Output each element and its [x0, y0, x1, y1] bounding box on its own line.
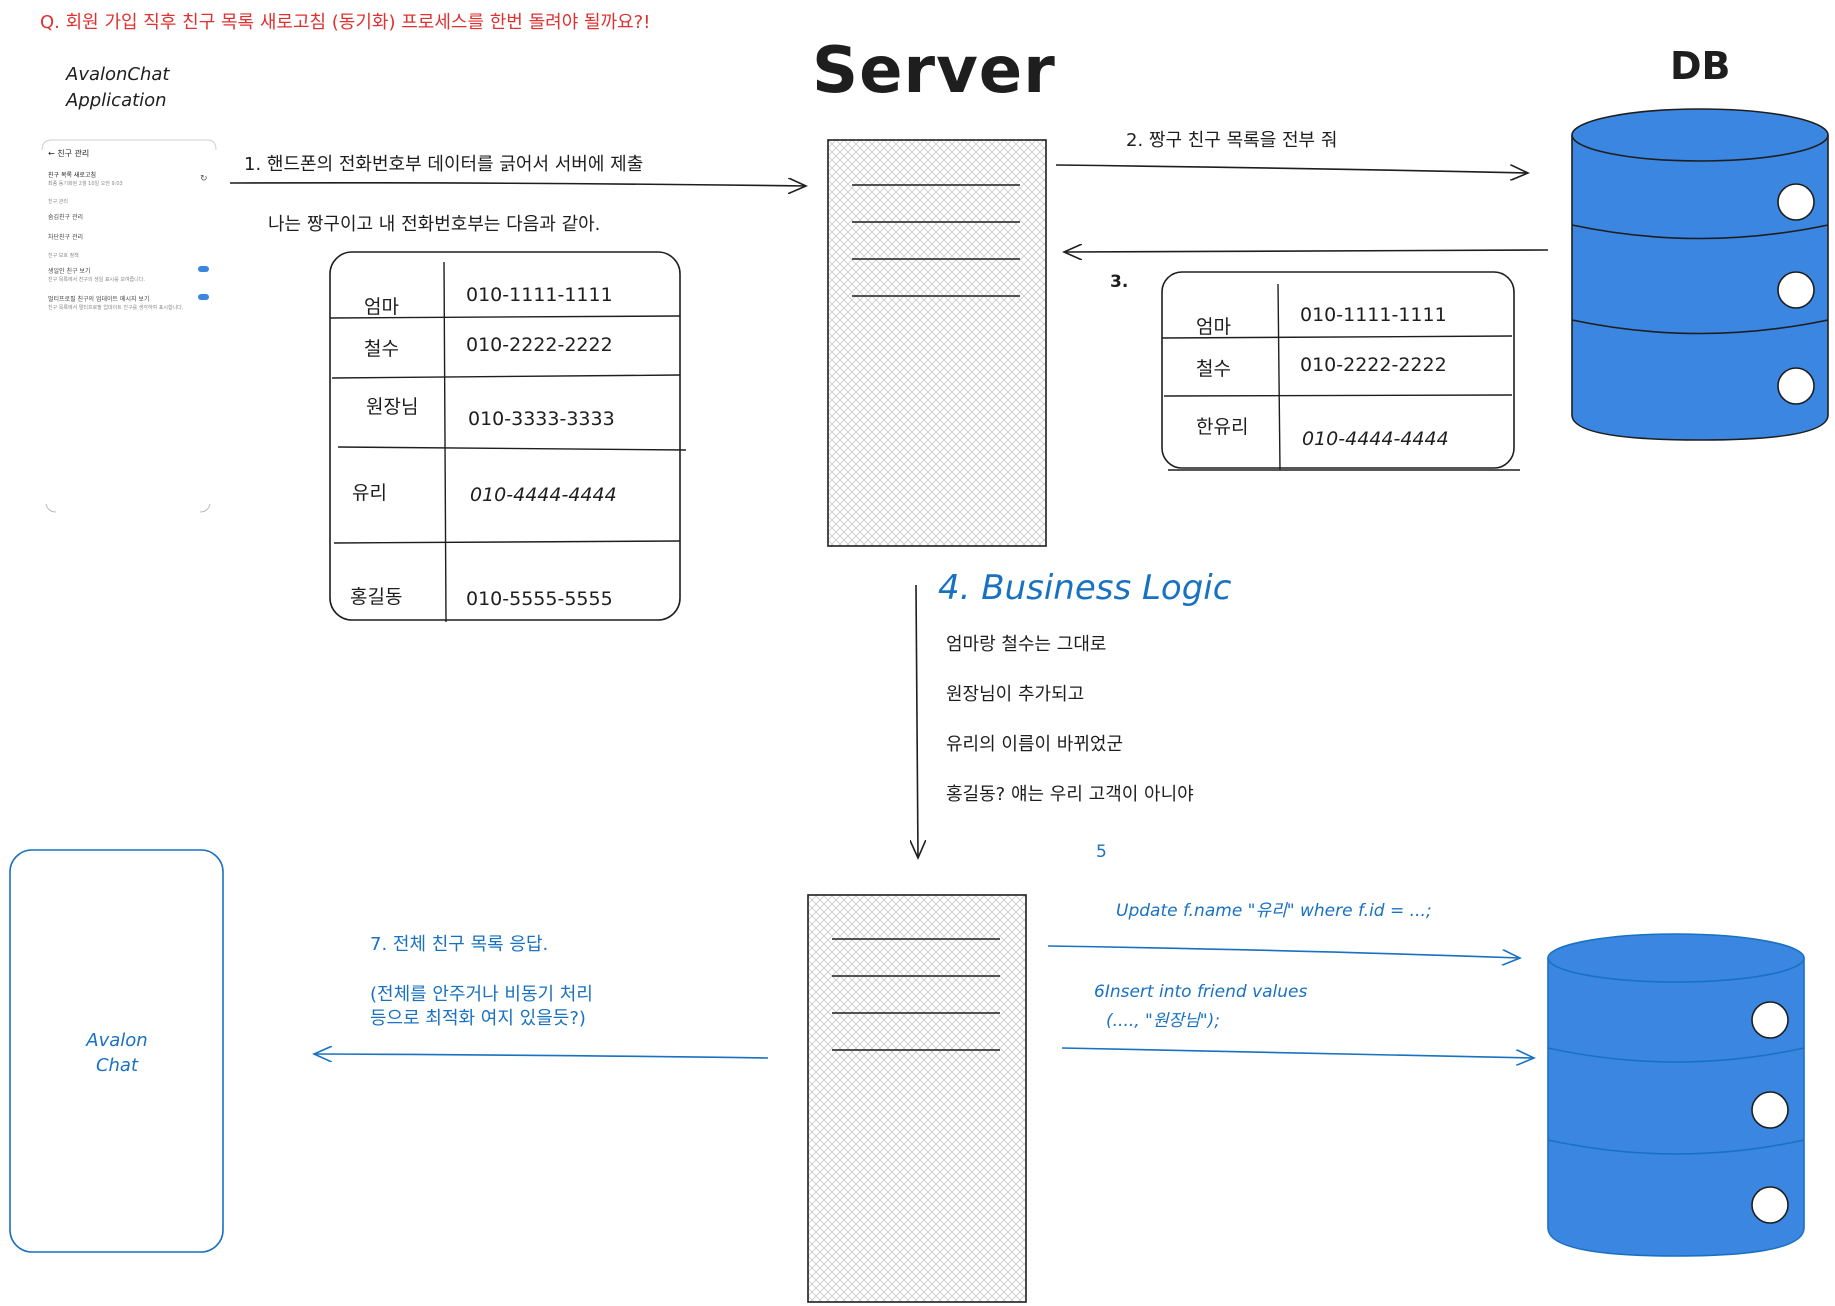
arrow-step6	[1061, 1047, 1534, 1058]
step6-query-line2: (...., "원장님");	[1106, 1011, 1220, 1031]
friend-name: 엄마	[1196, 316, 1231, 338]
arrow-step1	[229, 183, 806, 186]
step5-query: Update f.name "유리" where f.id = ...;	[1116, 901, 1432, 921]
step1-label: 1. 핸드폰의 전화번호부 데이터를 긁어서 서버에 제출	[244, 154, 644, 175]
contact-name: 유리	[352, 482, 387, 504]
server-bottom	[807, 894, 1027, 1303]
friends-table	[1161, 271, 1520, 471]
friend-name: 한유리	[1196, 416, 1249, 438]
client-phone-outline	[9, 849, 224, 1253]
refresh-icon: ↻	[200, 174, 208, 184]
phone-row-refresh: 친구 목록 새로고침	[48, 172, 96, 179]
phone-row-birthday: 생일인 친구 보기	[48, 268, 91, 275]
arrow-step4	[916, 584, 918, 858]
friend-phone: 010-2222-2222	[1300, 354, 1447, 376]
friend-phone: 010-4444-4444	[1302, 428, 1449, 450]
phone-row-blocked: 차단친구 관리	[48, 234, 84, 241]
app-title: AvalonChat Application	[66, 62, 169, 114]
db-cylinder-top	[1571, 108, 1829, 441]
phone-row-multiprofile-desc: 친구 목록에서 멀티프로필 업데이트 친구를 생각하여 표시합니다.	[48, 305, 184, 311]
server-top	[827, 139, 1047, 547]
step3-label: 3.	[1110, 272, 1129, 292]
arrow-step2	[1055, 164, 1528, 173]
phone-row-birthday-desc: 친구 목록에서 친구의 생일 표시를 보여줍니다.	[48, 277, 145, 283]
db-title: DB	[1670, 44, 1731, 88]
client-label-line2: Chat	[95, 1055, 139, 1076]
contact-name: 엄마	[364, 296, 399, 318]
phone-section-policy: 친구 보호 정책	[48, 253, 79, 259]
step4-line: 홍길동? 얘는 우리 고객이 아니야	[946, 784, 1194, 805]
app-title-line2: Application	[66, 90, 167, 111]
step2-label: 2. 짱구 친구 목록을 전부 줘	[1126, 130, 1338, 151]
phone-header: ← 친구 관리	[48, 149, 90, 158]
step7-label: 7. 전체 친구 목록 응답.	[370, 934, 549, 955]
arrow-step3	[1064, 250, 1549, 252]
contact-phone: 010-3333-3333	[468, 408, 615, 430]
phone-section-friends: 친구 관리	[48, 199, 68, 205]
server-title: Server	[812, 34, 1056, 108]
client-label: Avalon Chat	[62, 1028, 172, 1078]
step7-note-line1: (전체를 안주거나 비동기 처리	[370, 984, 593, 1005]
contact-name: 원장님	[366, 396, 419, 418]
phone-row-multiprofile: 멀티프로필 친구의 업데이트 메시지 보기	[48, 296, 150, 303]
arrows	[229, 164, 1549, 1058]
multiprofile-toggle[interactable]	[198, 294, 209, 300]
step1-caption: 나는 짱구이고 내 전화번호부는 다음과 같아.	[268, 214, 601, 235]
friend-phone: 010-1111-1111	[1300, 304, 1447, 326]
friend-name: 철수	[1196, 358, 1231, 380]
step6-query-line1: 6Insert into friend values	[1094, 982, 1308, 1002]
birthday-toggle[interactable]	[198, 266, 209, 272]
question-text: Q. 회원 가입 직후 친구 목록 새로고침 (동기화) 프로세스를 한번 돌려…	[40, 12, 651, 33]
contact-phone: 010-1111-1111	[466, 284, 613, 306]
contact-phone: 010-4444-4444	[470, 484, 617, 506]
app-title-line1: AvalonChat	[66, 64, 170, 85]
step5-label: 5	[1096, 842, 1107, 862]
contact-phone: 010-5555-5555	[466, 588, 613, 610]
arrow-step5	[1047, 945, 1520, 958]
step7-note-line2: 등으로 최적화 여지 있을듯?)	[370, 1008, 586, 1029]
step4-line: 엄마랑 철수는 그대로	[946, 634, 1107, 655]
contact-name: 철수	[364, 338, 399, 360]
step4-line: 원장님이 추가되고	[946, 684, 1085, 705]
phone-screenshot-frame	[41, 139, 217, 513]
db-cylinder-bottom	[1547, 933, 1805, 1257]
step4-title: 4. Business Logic	[938, 568, 1232, 608]
contact-phone: 010-2222-2222	[466, 334, 613, 356]
client-label-line1: Avalon	[86, 1030, 148, 1051]
step4-line: 유리의 이름이 바뀌었군	[946, 734, 1124, 755]
contacts-table	[329, 251, 687, 623]
contact-name: 홍길동	[350, 586, 403, 608]
phone-row-last-sync: 최종 동기화된 2월 10일 오전 9:03	[48, 181, 123, 187]
phone-row-hidden: 숨김친구 관리	[48, 214, 84, 221]
arrow-step7	[314, 1054, 769, 1058]
